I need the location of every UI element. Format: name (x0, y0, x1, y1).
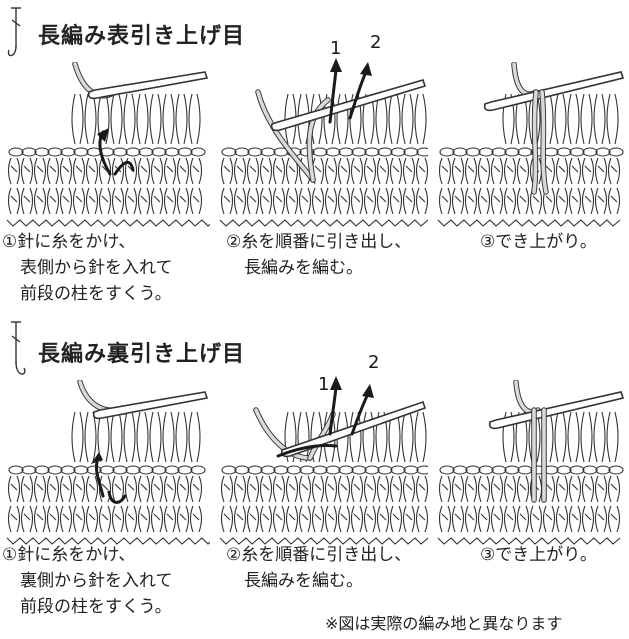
arrow-label-1: 1 (318, 374, 329, 395)
section-back-post-dc: 長編み裏引き上げ目 1 2 ①針に糸をかけ、 裏側から針を入れて 前段の柱をすく… (0, 318, 629, 618)
caption-line: ②糸を順番に引き出し、 (226, 232, 412, 252)
stitch-mark (162, 93, 175, 145)
step1-caption: ①針に糸をかけ、 裏側から針を入れて 前段の柱をすくう。 (2, 542, 173, 620)
stitch-mark (136, 93, 149, 145)
stitch-mark (554, 411, 567, 463)
step1-illustration (6, 62, 210, 227)
caption-line: 長編みを編む。 (244, 258, 363, 278)
step2-caption: ②糸を順番に引き出し、 長編みを編む。 (226, 542, 411, 594)
stitch-mark (414, 411, 427, 463)
stitch-mark (84, 93, 97, 145)
stitch-mark (580, 93, 593, 145)
caption-line: ③でき上がり。 (480, 545, 597, 565)
step3-illustration (437, 380, 625, 545)
stitch-mark (84, 411, 97, 463)
stitch-mark (284, 411, 297, 463)
step3-illustration (437, 62, 625, 227)
stitch-mark (362, 411, 375, 463)
stitch-mark (149, 93, 162, 145)
step2-caption: ②糸を順番に引き出し、 長編みを編む。 (226, 229, 411, 281)
stitch-mark (110, 93, 123, 145)
stitch-mark (188, 93, 201, 145)
stitch-mark (606, 411, 619, 463)
footnote: ※図は実際の編み地と異なります (325, 614, 563, 633)
caption-line: ①針に糸をかけ、 (2, 232, 136, 252)
step3-caption: ③でき上がり。 (480, 542, 597, 568)
stitch-mark (593, 411, 606, 463)
caption-line: 裏側から針を入れて (20, 571, 173, 591)
caption-line: 長編みを編む。 (244, 571, 363, 591)
stitch-mark (162, 411, 175, 463)
stitch-mark (123, 93, 136, 145)
stitch-mark (71, 411, 84, 463)
stitch-mark (375, 93, 388, 145)
stitch-mark (175, 93, 188, 145)
step2-illustration: 1 2 (219, 352, 428, 545)
step1-caption: ①針に糸をかけ、 表側から針を入れて 前段の柱をすくう。 (2, 229, 173, 307)
stitch-mark (349, 411, 362, 463)
step3-caption: ③でき上がり。 (480, 229, 597, 255)
section-title: 長編み表引き上げ目 (38, 24, 246, 49)
caption-line: 前段の柱をすくう。 (20, 284, 172, 304)
stitch-mark (567, 411, 580, 463)
arrow-label-1: 1 (330, 38, 341, 59)
stitch-mark (580, 411, 593, 463)
stitch-mark (123, 411, 136, 463)
stitch-mark (414, 93, 427, 145)
stitch-mark (336, 93, 349, 145)
section-title: 長編み裏引き上げ目 (38, 342, 246, 367)
stitch-mark (593, 93, 606, 145)
stitch-mark (401, 411, 414, 463)
step1-illustration (6, 380, 210, 545)
arrow-label-2: 2 (368, 352, 379, 373)
stitch-mark (388, 93, 401, 145)
stitch-mark (71, 93, 84, 145)
stitch-mark (110, 411, 123, 463)
front-post-stitch-symbol-icon (7, 7, 21, 57)
stitch-mark (188, 411, 201, 463)
stitch-mark (175, 411, 188, 463)
stitch-mark (136, 411, 149, 463)
stitch-mark (401, 93, 414, 145)
caption-line: ③でき上がり。 (480, 232, 597, 252)
step2-illustration: 1 2 (219, 32, 428, 227)
stitch-mark (567, 93, 580, 145)
caption-line: 前段の柱をすくう。 (20, 597, 172, 617)
caption-line: 表側から針を入れて (20, 258, 173, 278)
back-post-stitch-symbol-icon (11, 321, 26, 375)
arrow-label-2: 2 (370, 32, 381, 53)
stitch-mark (554, 93, 567, 145)
section-front-post-dc: 長編み表引き上げ目 1 2 ①針に糸をかけ、 表側から針を入れて 前段の柱をすく… (2, 7, 625, 307)
caption-line: ①針に糸をかけ、 (2, 545, 136, 565)
caption-line: ②糸を順番に引き出し、 (226, 545, 412, 565)
stitch-mark (149, 411, 162, 463)
stitch-mark (606, 93, 619, 145)
